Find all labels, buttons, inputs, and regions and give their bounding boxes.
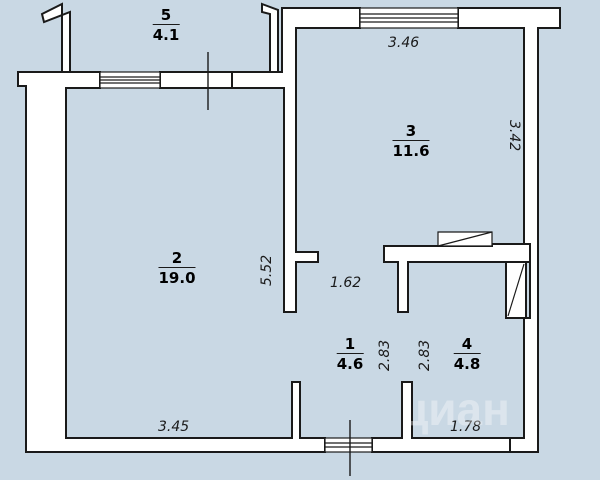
room-2-label: 2 19.0 [158, 249, 196, 287]
room-4-number: 4 [461, 335, 473, 353]
dimension-room4-width: 1.78 [450, 419, 482, 435]
window-bottom [324, 437, 373, 453]
room-3-number: 3 [405, 122, 417, 140]
exterior-wall-left [17, 71, 326, 453]
room-5-area: 4.1 [152, 24, 180, 44]
room-5-number: 5 [160, 6, 172, 24]
room-4-area: 4.8 [453, 353, 481, 373]
dimension-hall-depth-left: 2.83 [377, 339, 393, 371]
dimension-hall-width: 1.62 [330, 275, 362, 291]
wall-room2-top [159, 71, 233, 89]
room-2-number: 2 [171, 249, 183, 267]
dimension-room2-depth: 5.52 [259, 254, 275, 286]
room-1-area: 4.6 [336, 353, 364, 373]
room-3-area: 11.6 [392, 140, 430, 160]
dimension-room3-depth: 3.42 [506, 120, 522, 152]
dimension-room2-width: 3.45 [158, 419, 190, 435]
dimension-room3-width: 3.46 [388, 35, 420, 51]
room-3-label: 3 11.6 [392, 122, 430, 160]
balcony-wall [40, 2, 71, 73]
wall-room3-outer [231, 7, 361, 313]
room-2-area: 19.0 [158, 267, 196, 287]
dimension-hall-depth-right: 2.83 [417, 339, 433, 371]
room-4-label: 4 4.8 [453, 335, 481, 373]
room-1-label: 1 4.6 [336, 335, 364, 373]
watermark-logo: циан [400, 383, 510, 435]
balcony-wall-right [261, 2, 279, 73]
wall-hall-right [371, 381, 511, 453]
room-1-number: 1 [344, 335, 356, 353]
room-5-label: 5 4.1 [152, 6, 180, 44]
